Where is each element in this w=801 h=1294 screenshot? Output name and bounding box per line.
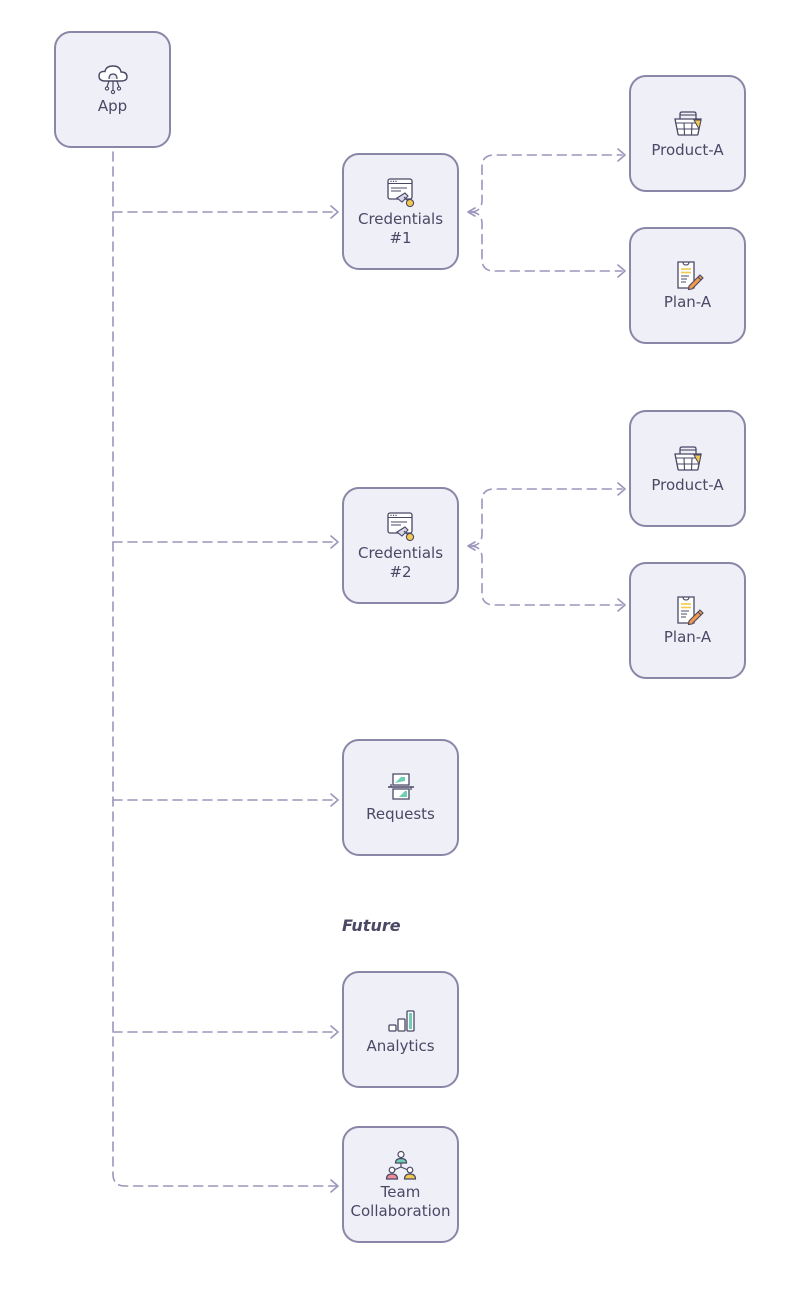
connector-credentials-1-plan-a <box>469 211 623 272</box>
cloud-network-icon <box>95 63 131 95</box>
node-plan-a-1-label: Plan-A <box>663 293 712 311</box>
connector-credentials-1-product-a <box>469 154 623 213</box>
arrowhead <box>617 148 626 162</box>
node-analytics-label: Analytics <box>366 1037 435 1055</box>
credential-key-icon <box>383 510 419 542</box>
arrowhead <box>330 535 339 549</box>
arrowhead <box>330 1179 339 1193</box>
arrowhead <box>617 482 626 496</box>
node-credentials-1[interactable]: Credentials #1 <box>342 153 459 270</box>
credential-key-icon <box>383 176 419 208</box>
node-product-a-2-label: Product-A <box>651 476 724 494</box>
request-exchange-icon <box>383 771 419 803</box>
node-credentials-2-label-line2: #2 <box>389 562 412 581</box>
node-product-a-2[interactable]: Product-A <box>629 410 746 527</box>
arrowhead <box>330 1025 339 1039</box>
node-requests-label: Requests <box>366 805 435 823</box>
node-credentials-1-label-line2: #1 <box>389 228 412 247</box>
node-team-collaboration-label-line1: Team <box>380 1182 421 1201</box>
node-credentials-1-label-line1: Credentials <box>357 209 444 228</box>
clipboard-pencil-icon <box>670 594 706 626</box>
node-plan-a-2-label: Plan-A <box>663 628 712 646</box>
connector-credentials-2-product-a <box>469 488 623 547</box>
clipboard-pencil-icon <box>670 259 706 291</box>
node-requests[interactable]: Requests <box>342 739 459 856</box>
node-team-collaboration-label-line2: Collaboration <box>350 1201 451 1220</box>
arrowhead <box>330 205 339 219</box>
team-network-icon <box>383 1149 419 1181</box>
branch-tick <box>467 207 476 217</box>
bar-chart-icon <box>383 1003 419 1035</box>
node-app-label: App <box>97 97 128 115</box>
connector-credentials-2-plan-a <box>469 545 623 606</box>
shopping-basket-icon <box>670 107 706 139</box>
trunk-line <box>112 151 337 1187</box>
node-app[interactable]: App <box>54 31 171 148</box>
node-credentials-2[interactable]: Credentials #2 <box>342 487 459 604</box>
node-product-a-1[interactable]: Product-A <box>629 75 746 192</box>
shopping-basket-icon <box>670 442 706 474</box>
section-label-future: Future <box>342 916 401 935</box>
arrowhead <box>617 264 626 278</box>
arrowhead <box>617 598 626 612</box>
node-credentials-2-label-line1: Credentials <box>357 543 444 562</box>
node-plan-a-1[interactable]: Plan-A <box>629 227 746 344</box>
node-team-collaboration[interactable]: Team Collaboration <box>342 1126 459 1243</box>
node-product-a-1-label: Product-A <box>651 141 724 159</box>
arrowhead <box>330 793 339 807</box>
node-analytics[interactable]: Analytics <box>342 971 459 1088</box>
node-plan-a-2[interactable]: Plan-A <box>629 562 746 679</box>
branch-tick <box>467 541 476 551</box>
